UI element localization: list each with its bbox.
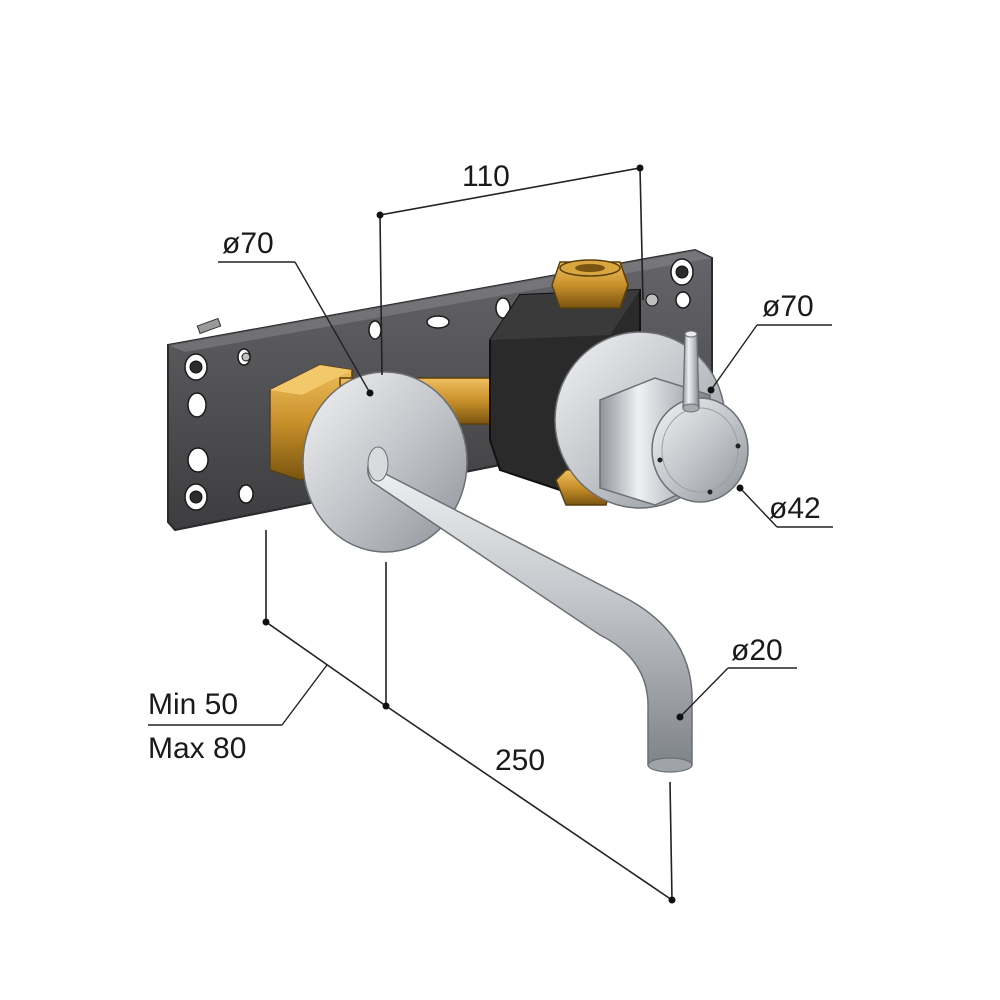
wall-depth-max-label: Max 80 [148, 732, 246, 765]
leader-handle: ø42 [736, 484, 833, 528]
dimension-110-label: 110 [462, 160, 510, 193]
handle-rosette-diameter-label: ø70 [762, 290, 814, 323]
handle-cylinder [599, 377, 749, 506]
handle-lever [682, 330, 700, 413]
spout [367, 446, 693, 773]
dimension-250: 250 [382, 702, 676, 904]
leader-spout: ø20 [676, 634, 797, 721]
dimension-110: 110 [376, 160, 644, 376]
dimension-250-label: 250 [495, 744, 545, 777]
dimension-wall-depth: Min 50 Max 80 [148, 530, 387, 765]
leader-spout-rosette: ø70 [218, 227, 374, 397]
brass-top-fitting [551, 259, 629, 309]
plate-bolt [196, 317, 222, 335]
leader-handle-rosette: ø70 [707, 290, 832, 394]
spout-diameter-label: ø20 [731, 634, 783, 667]
spout-rosette-diameter-label: ø70 [222, 227, 274, 260]
wall-depth-min-label: Min 50 [148, 688, 238, 721]
handle-diameter-label: ø42 [769, 492, 821, 525]
